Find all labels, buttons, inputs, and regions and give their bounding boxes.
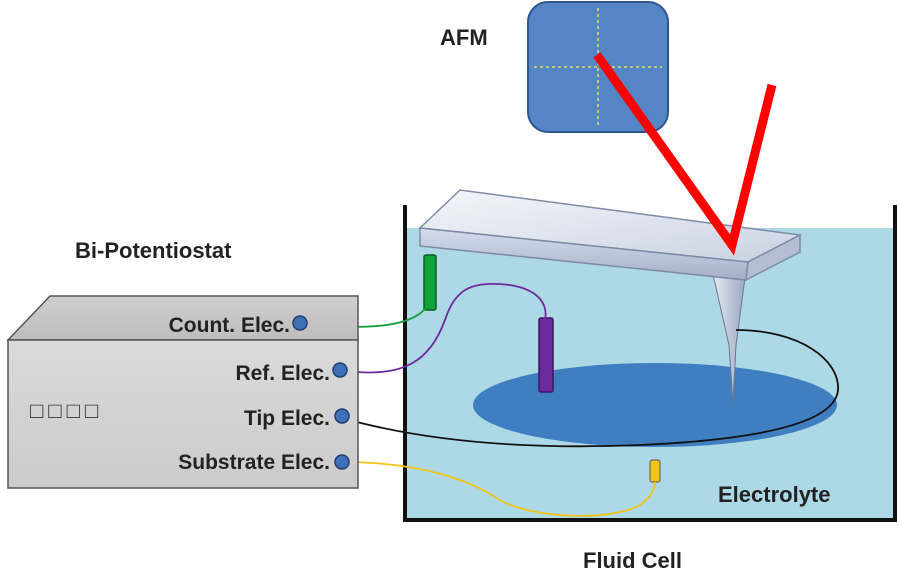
- potentiostat-ports: [292, 315, 350, 470]
- port-substrate[interactable]: [334, 454, 350, 470]
- wire-reference: [339, 282, 547, 374]
- cantilever-end: [745, 233, 801, 282]
- label-bipotentiostat: Bi-Potentiostat: [75, 238, 232, 263]
- afm-detector: [527, 1, 669, 133]
- label-electrolyte: Electrolyte: [718, 482, 831, 507]
- substrate-disk: [473, 363, 837, 447]
- laser-beam: [593, 52, 777, 256]
- counter-electrode: [423, 254, 437, 311]
- substrate-contact: [649, 459, 661, 483]
- fluid-cell-walls: [403, 205, 897, 522]
- label-afm: AFM: [440, 25, 488, 50]
- bipotentiostat-front: [7, 339, 359, 489]
- port-label-tip: Tip Elec.: [244, 407, 330, 430]
- port-label-counter: Count. Elec.: [169, 314, 290, 337]
- wire-substrate: [341, 461, 656, 517]
- port-label-reference: Ref. Elec.: [235, 362, 330, 385]
- port-label-substrate: Substrate Elec.: [178, 451, 330, 474]
- port-reference[interactable]: [332, 362, 348, 378]
- cantilever: [418, 189, 803, 282]
- bipotentiostat-glyphs: □□□□: [30, 398, 103, 423]
- label-fluid-cell: Fluid Cell: [583, 548, 682, 573]
- wire-tip: [341, 329, 839, 448]
- wires: [299, 282, 839, 517]
- port-counter[interactable]: [292, 315, 308, 331]
- reference-electrode: [538, 317, 554, 393]
- port-tip[interactable]: [334, 408, 350, 424]
- bipotentiostat-box: □□□□: [6, 295, 359, 489]
